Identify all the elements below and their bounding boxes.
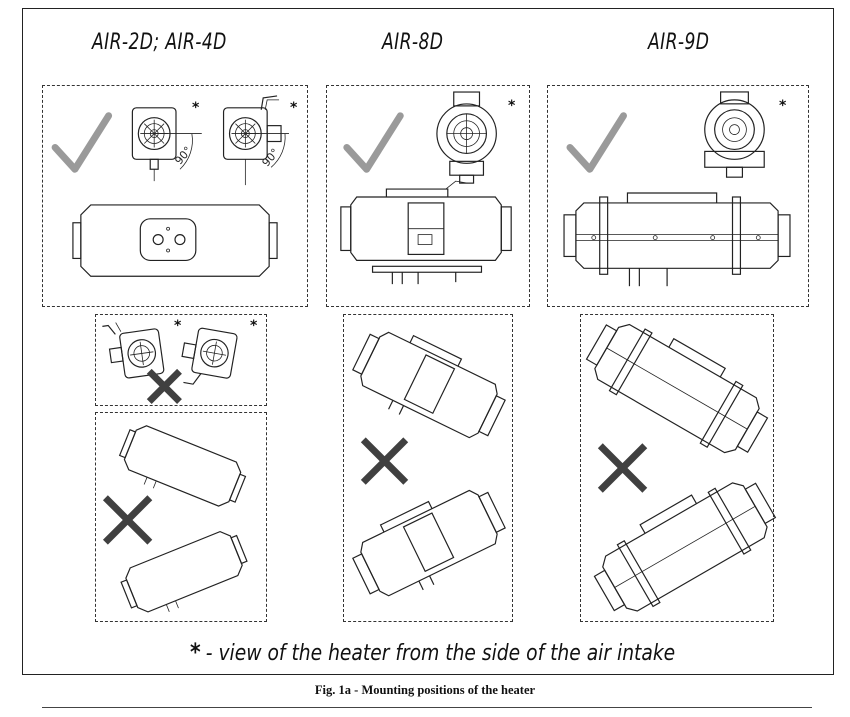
divider [42,707,812,708]
view-note-star: * [192,100,200,116]
footnote: *- view of the heater from the side of t… [190,638,675,666]
check-mark-icon [343,112,404,173]
footnote-text: - view of the heater from the side of th… [205,641,676,666]
heater-front-view-icon [131,107,202,182]
panel-air-9d-correct [547,85,809,307]
heater-drawing-air-9d [563,91,791,287]
cross-mark-icon [146,368,182,404]
footnote-star: * [190,638,201,666]
cross-mark-icon [360,437,409,485]
figure-frame [22,8,834,675]
heater-drawing-air-9d-tilted [585,323,777,612]
column-title-air-8d: AIR-8D [382,30,444,55]
svg-text:90°: 90° [260,146,282,169]
panel-air-8d-incorrect [343,314,513,622]
panel-air-9d-incorrect [580,314,777,622]
view-note-star: * [174,318,182,334]
view-note-star: * [779,98,787,114]
heater-body-side-view-icon [340,180,512,285]
column-title-air-9d: AIR-9D [648,30,710,55]
check-mark-icon [51,112,113,173]
heater-front-view-icon [436,91,497,184]
heater-drawing-rotated-front [102,322,238,404]
heater-body-top-view-icon [72,204,278,277]
view-note-star: * [290,100,298,116]
heater-body-side-view-icon [563,192,791,287]
heater-drawing-air-2d-4d: 90° 90° [51,95,289,277]
heater-front-view-icon [704,91,765,178]
heater-drawing-tilted [102,425,248,613]
column-title-air-2d-4d: AIR-2D; AIR-4D [92,30,227,55]
panel-air-8d-correct [326,85,530,307]
heater-drawing-air-8d-tilted [352,331,506,597]
view-note-star: * [250,318,258,334]
check-mark-icon [566,112,627,173]
panel-air-2d-4d-incorrect-front [95,314,267,406]
figure-caption: Fig. 1a - Mounting positions of the heat… [314,683,536,697]
cross-mark-icon [102,495,153,545]
heater-front-view-wires-icon [222,95,289,186]
view-note-star: * [508,98,516,114]
panel-air-2d-4d-incorrect-tilt [95,412,267,622]
heater-drawing-air-8d [340,91,512,285]
panel-air-2d-4d-correct: 90° 90° [42,85,308,307]
cross-mark-icon [597,443,648,493]
